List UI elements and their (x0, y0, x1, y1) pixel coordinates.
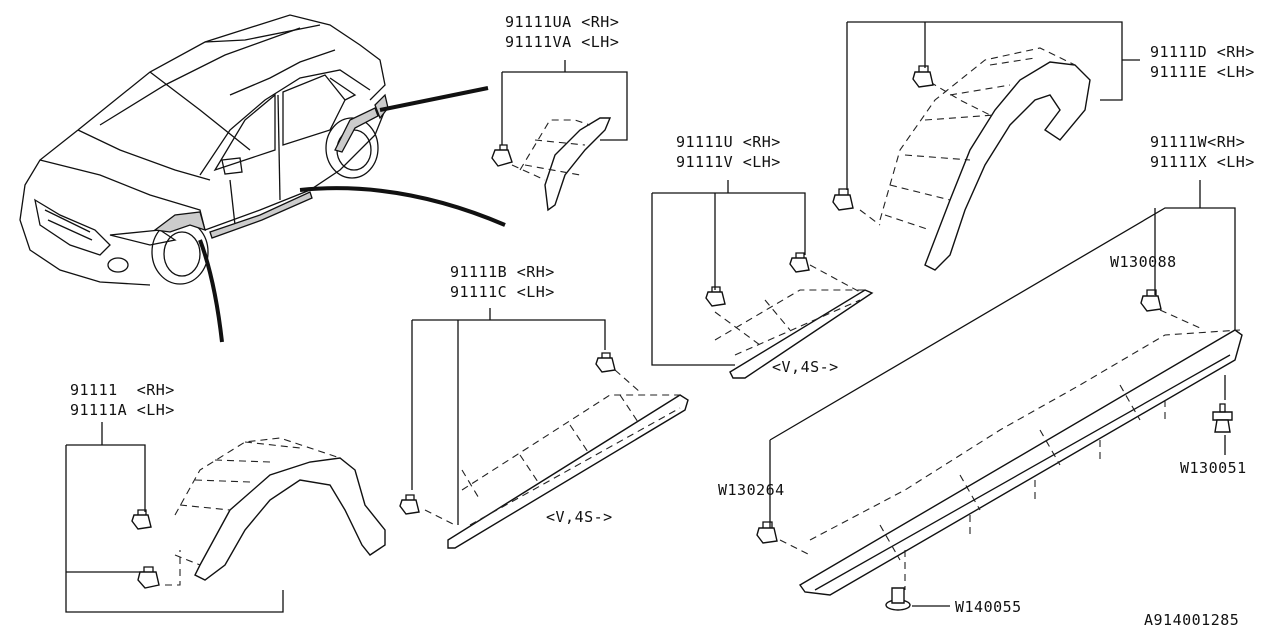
clip-icon[interactable] (399, 494, 420, 515)
clip-icon[interactable] (1140, 289, 1162, 312)
variant-note-rear-door: <V,4S-> (772, 358, 839, 376)
callout-sill-lh: 91111X <LH> (1150, 153, 1255, 171)
clip-icon[interactable] (789, 252, 810, 273)
fastener-label-w130264: W130264 (718, 481, 785, 499)
fastener-label-w130051: W130051 (1180, 459, 1247, 477)
clip-icon[interactable] (131, 509, 152, 530)
callout-rear-door-lh: 91111V <LH> (676, 153, 781, 171)
screw-icon[interactable] (885, 587, 911, 611)
clip-icon[interactable] (705, 286, 726, 307)
clip-icon[interactable] (491, 144, 513, 167)
clip-icon[interactable] (137, 566, 160, 589)
front-door-moulding-assembly (399, 308, 689, 549)
callout-front-door-rh: 91111B <RH> (450, 263, 555, 281)
fastener-label-w140055: W140055 (955, 598, 1022, 616)
front-wheel-arch-assembly (65, 422, 386, 613)
clip-icon[interactable] (595, 352, 616, 373)
vehicle-illustration (19, 14, 389, 286)
variant-note-front-door: <V,4S-> (546, 508, 613, 526)
leader-lines (198, 86, 506, 343)
rear-door-moulding-assembly (651, 180, 874, 379)
clip-icon[interactable] (832, 188, 854, 211)
callout-rear-arch-rh: 91111D <RH> (1150, 43, 1255, 61)
callout-rear-door-rh: 91111U <RH> (676, 133, 781, 151)
callout-front-arch-lh: 91111A <LH> (70, 401, 175, 419)
clip-icon[interactable] (912, 65, 934, 88)
callout-small-moulding-rh: 91111UA <RH> (505, 13, 620, 31)
diagram-id: A914001285 (1144, 611, 1240, 629)
callout-small-moulding-lh: 91111VA <LH> (505, 33, 620, 51)
callout-sill-rh: 91111W<RH> (1150, 133, 1246, 151)
small-moulding-assembly (491, 60, 628, 212)
callout-rear-arch-lh: 91111E <LH> (1150, 63, 1255, 81)
fastener-label-w130088: W130088 (1110, 253, 1177, 271)
side-sill-assembly (756, 180, 1243, 611)
rear-wheel-arch-assembly (832, 21, 1140, 271)
push-rivet-icon[interactable] (1212, 403, 1233, 433)
clip-icon[interactable] (756, 521, 778, 544)
callout-front-arch-rh: 91111 <RH> (70, 381, 175, 399)
callout-front-door-lh: 91111C <LH> (450, 283, 555, 301)
